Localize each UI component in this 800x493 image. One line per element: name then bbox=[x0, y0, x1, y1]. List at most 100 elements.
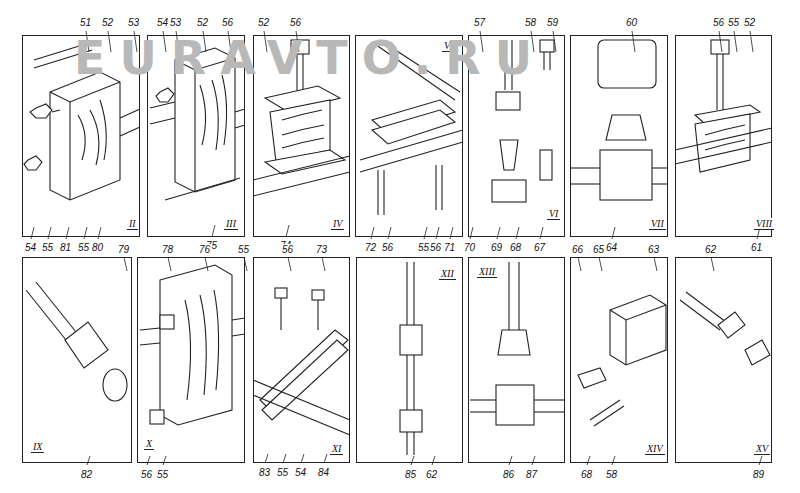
leader-line bbox=[654, 257, 657, 271]
callout-number: 55 bbox=[77, 242, 90, 253]
callout-number: 56 bbox=[221, 17, 234, 28]
callout-number: 55 bbox=[276, 467, 289, 478]
callout-number: 54 bbox=[24, 242, 37, 253]
callout-number: 68 bbox=[509, 242, 522, 253]
callout-number: 63 bbox=[647, 244, 660, 255]
leader-line bbox=[532, 456, 535, 465]
leader-line bbox=[147, 456, 150, 465]
callout-number: 86 bbox=[502, 469, 515, 480]
callout-number: 67 bbox=[533, 242, 546, 253]
callout-number: 58 bbox=[605, 469, 618, 480]
leader-line bbox=[516, 227, 519, 239]
leader-line bbox=[509, 456, 512, 465]
callout-number: 53 bbox=[127, 17, 140, 28]
leader-line bbox=[432, 456, 435, 465]
leader-line bbox=[163, 456, 166, 465]
figure-numeral: XI bbox=[330, 443, 343, 455]
callout-number: 87 bbox=[525, 469, 538, 480]
figure-panel: XII bbox=[356, 257, 463, 463]
callout-number: 85 bbox=[404, 469, 417, 480]
callout-number: 62 bbox=[704, 244, 717, 255]
callout-number: 64 bbox=[605, 242, 618, 253]
leader-line bbox=[283, 454, 286, 463]
figure-panel: X bbox=[137, 257, 245, 463]
callout-number: 56 bbox=[289, 17, 302, 28]
callout-number: 81 bbox=[59, 242, 72, 253]
figure-panel: XV bbox=[675, 257, 772, 463]
leader-line bbox=[411, 456, 414, 465]
callout-number: 54 bbox=[156, 17, 169, 28]
leader-line bbox=[124, 257, 127, 271]
callout-number: 82 bbox=[80, 469, 93, 480]
figure-panel: IX bbox=[22, 257, 132, 463]
leader-line bbox=[759, 456, 762, 465]
callout-number: 55 bbox=[41, 242, 54, 253]
figure-numeral: VIII bbox=[754, 218, 774, 230]
callout-number: 72 bbox=[364, 242, 377, 253]
leader-line bbox=[324, 454, 327, 463]
callout-number: 56 bbox=[140, 469, 153, 480]
leader-line bbox=[31, 227, 34, 239]
leader-line bbox=[470, 227, 473, 239]
figure-panel: XIII bbox=[468, 257, 565, 463]
callout-number: 60 bbox=[625, 17, 638, 28]
callout-number: 80 bbox=[91, 242, 104, 253]
leader-line bbox=[212, 225, 215, 237]
figure-numeral: XII bbox=[439, 268, 456, 280]
leader-line bbox=[436, 227, 439, 239]
leader-line bbox=[265, 454, 268, 463]
leader-line bbox=[84, 227, 87, 239]
callout-number: 58 bbox=[524, 17, 537, 28]
leader-line bbox=[168, 257, 171, 271]
figure-numeral: II bbox=[127, 218, 138, 230]
callout-number: 70 bbox=[463, 242, 476, 253]
callout-number: 57 bbox=[473, 17, 486, 28]
watermark: EURAVTO.RU bbox=[74, 33, 546, 83]
callout-number: 66 bbox=[571, 244, 584, 255]
figure-panel: XIV bbox=[570, 257, 668, 463]
leader-line bbox=[205, 257, 208, 271]
callout-number: 56 bbox=[281, 244, 294, 255]
leader-line bbox=[66, 227, 69, 239]
leader-line bbox=[497, 227, 500, 239]
figure-numeral: X bbox=[144, 438, 154, 450]
leader-line bbox=[301, 454, 304, 463]
callout-number: 89 bbox=[752, 469, 765, 480]
callout-number: 52 bbox=[101, 17, 114, 28]
callout-number: 52 bbox=[743, 17, 756, 28]
callout-number: 83 bbox=[258, 467, 271, 478]
figure-numeral: IV bbox=[331, 218, 344, 230]
callout-number: 76 bbox=[198, 244, 211, 255]
figure-panel: VII bbox=[570, 35, 668, 237]
callout-number: 51 bbox=[79, 17, 92, 28]
figure-panel: XI bbox=[253, 257, 350, 463]
callout-number: 53 bbox=[169, 17, 182, 28]
leader-line bbox=[371, 227, 374, 239]
callout-number: 52 bbox=[257, 17, 270, 28]
leader-line bbox=[288, 257, 291, 271]
leader-line bbox=[587, 456, 590, 465]
callout-number: 56 bbox=[381, 242, 394, 253]
leader-line bbox=[450, 227, 453, 239]
callout-number: 78 bbox=[161, 244, 174, 255]
figure-numeral: XV bbox=[754, 443, 770, 455]
callout-number: 56 bbox=[429, 242, 442, 253]
leader-line bbox=[87, 456, 90, 465]
callout-number: 73 bbox=[315, 244, 328, 255]
leader-line bbox=[540, 227, 543, 239]
callout-number: 65 bbox=[592, 244, 605, 255]
figure-numeral: VI bbox=[547, 208, 560, 220]
callout-number: 56 bbox=[712, 17, 725, 28]
figure-numeral: VII bbox=[649, 218, 666, 230]
figure-numeral: XIII bbox=[477, 266, 497, 278]
callout-number: 79 bbox=[117, 244, 130, 255]
figure-panel: VIII bbox=[675, 35, 772, 237]
callout-number: 61 bbox=[750, 242, 763, 253]
figure-numeral: IX bbox=[31, 441, 44, 453]
callout-number: 68 bbox=[580, 469, 593, 480]
callout-number: 84 bbox=[317, 467, 330, 478]
leader-line bbox=[599, 257, 602, 271]
callout-number: 54 bbox=[294, 467, 307, 478]
callout-number: 69 bbox=[490, 242, 503, 253]
leader-line bbox=[388, 227, 391, 239]
